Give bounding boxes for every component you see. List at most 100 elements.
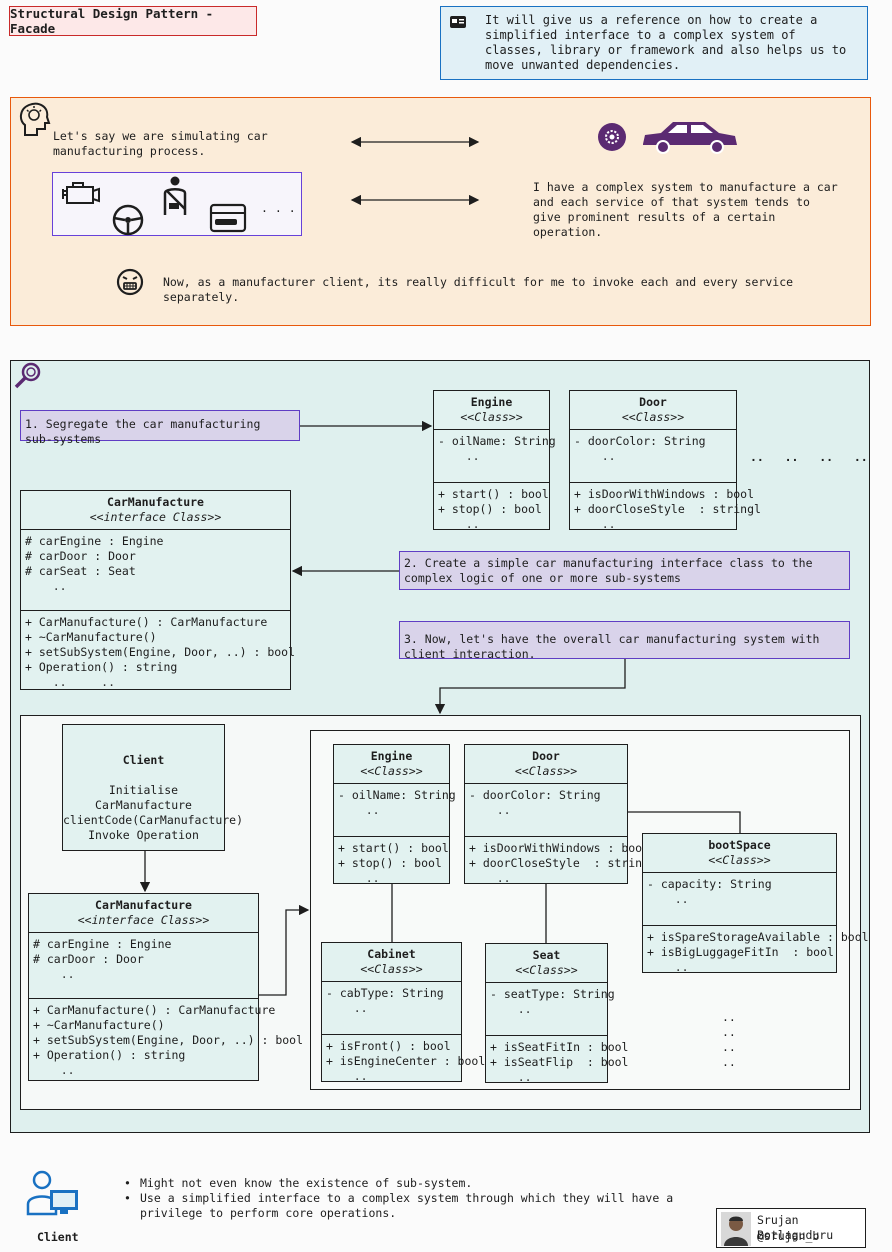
author-name: Srujan Botlaguduru	[757, 1213, 834, 1242]
class-method: + CarManufacture() : CarManufacture	[25, 615, 268, 629]
subsystem-more-ellipsis: .. .. .. ..	[722, 1010, 736, 1070]
step-3-note: 3. Now, let's have the overall car manuf…	[399, 621, 850, 661]
class-attr: # carEngine : Engine	[25, 534, 164, 548]
class-stereotype: <<Class>>	[515, 963, 578, 977]
door-class-sub: Door<<Class>> - doorColor: String .. + i…	[464, 744, 656, 885]
class-method: ..	[326, 1069, 368, 1083]
class-name: CarManufacture	[107, 495, 204, 509]
client-line: Invoke Operation	[88, 828, 199, 842]
frustrated-face-icon	[116, 268, 144, 296]
class-attr: # carDoor : Door	[25, 549, 136, 563]
card-icon	[450, 16, 466, 28]
engine-icon	[62, 182, 100, 204]
ellipsis-line: ..	[722, 1055, 736, 1069]
client-box: Client Initialise CarManufacture clientC…	[62, 724, 244, 851]
car-icon	[643, 122, 737, 154]
class-attr: - doorColor: String	[469, 788, 601, 802]
class-attr: - doorColor: String	[574, 434, 706, 448]
class-attr: ..	[25, 579, 67, 593]
class-attr: - capacity: String	[647, 877, 772, 891]
bootspace-class: bootSpace<<Class>> - capacity: String ..…	[642, 833, 869, 974]
class-name: Door	[532, 749, 560, 763]
client-title: Client	[122, 753, 165, 767]
cabinet-class: Cabinet<<Class>> - cabType: String .. + …	[321, 942, 485, 1083]
client-line: Initialise CarManufacture	[95, 783, 192, 812]
bullet-item: Might not even know the existence of sub…	[140, 1176, 473, 1190]
class-method: + start() : bool	[438, 487, 549, 501]
scenario-line-3: Now, as a manufacturer client, its reall…	[163, 275, 794, 304]
intro-note: It will give us a reference on how to cr…	[440, 6, 868, 80]
class-stereotype: <<interface Class>>	[89, 510, 222, 524]
settings-badge	[598, 123, 626, 151]
class-method: + ~CarManufacture()	[25, 630, 157, 644]
ellipsis-line: ..	[722, 1040, 736, 1054]
car-manufacture-interface-bottom: CarManufacture<<interface Class>> # carE…	[28, 893, 303, 1081]
class-stereotype: <<Class>>	[360, 962, 423, 976]
class-method: ..	[469, 871, 511, 885]
class-name: Cabinet	[367, 947, 416, 961]
intro-text: It will give us a reference on how to cr…	[485, 13, 847, 72]
class-name: Engine	[370, 749, 413, 763]
class-method: + stop() : bool	[438, 502, 542, 516]
class-method: ..	[438, 517, 480, 531]
class-attr: ..	[647, 892, 689, 906]
class-method: + stop() : bool	[338, 856, 442, 870]
class-stereotype: <<Class>>	[460, 410, 523, 424]
car-parts-group: . . .	[52, 172, 302, 236]
steering-wheel-icon	[112, 204, 144, 236]
scenario-panel: Let's say we are simulating car manufact…	[10, 97, 871, 326]
class-attr: ..	[574, 449, 616, 463]
class-method: ..	[33, 1063, 75, 1077]
class-method: + Operation() : string	[25, 660, 178, 674]
class-name: CarManufacture	[95, 898, 192, 912]
avatar	[721, 1212, 751, 1246]
gear-icon	[605, 130, 619, 144]
class-method: + start() : bool	[338, 841, 449, 855]
parts-ellipsis: . . .	[261, 201, 296, 215]
author-card: Srujan Botlaguduru @srujan_b	[716, 1208, 866, 1248]
class-method: ..	[338, 871, 380, 885]
class-stereotype: <<interface Class>>	[77, 913, 210, 927]
class-method: + isFront() : bool	[326, 1039, 451, 1053]
class-method: ..	[490, 1070, 532, 1084]
class-attr: ..	[490, 1002, 532, 1016]
seatbelt-icon	[163, 176, 187, 215]
author-handle: @srujan_b	[757, 1229, 820, 1243]
engine-class-sub: Engine<<Class>> - oilName: String .. + s…	[333, 744, 456, 885]
class-name: Seat	[532, 948, 561, 962]
class-method: ..	[574, 517, 616, 531]
class-name: bootSpace	[708, 838, 771, 852]
class-attr: ..	[33, 967, 75, 981]
class-method: + isBigLuggageFitIn : bool	[647, 945, 834, 959]
class-attr: ..	[326, 1001, 368, 1015]
ellipsis-line: ..	[722, 1025, 736, 1039]
step3-arrow	[434, 659, 626, 715]
scenario-line-1: Let's say we are simulating car manufact…	[53, 129, 268, 158]
class-stereotype: <<Class>>	[514, 764, 578, 778]
class-attr: # carDoor : Door	[33, 952, 144, 966]
engine-class-top: Engine<<Class>> - oilName: String .. + s…	[433, 390, 556, 531]
class-attr: ..	[469, 803, 511, 817]
door-lock-icon	[209, 203, 247, 233]
class-method: + ~CarManufacture()	[33, 1018, 165, 1032]
more-classes-ellipsis: .. .. .. ..	[750, 450, 868, 464]
class-stereotype: <<Class>>	[708, 853, 771, 867]
class-name: Door	[639, 395, 667, 409]
class-stereotype: <<Class>>	[360, 764, 423, 778]
class-attr: ..	[438, 449, 480, 463]
class-method: + Operation() : string	[33, 1048, 186, 1062]
client-line: clientCode(CarManufacture)	[63, 813, 244, 827]
idea-head-icon	[19, 102, 51, 136]
facade-to-subsystem-arrow	[259, 904, 310, 996]
class-attr: - cabType: String	[326, 986, 444, 1000]
footer-client-label: Client	[37, 1230, 79, 1244]
step-1-note: 1. Segregate the car manufacturing sub-s…	[20, 410, 300, 446]
class-attr: # carEngine : Engine	[33, 937, 172, 951]
footer-bullets: •Might not even know the existence of su…	[124, 1176, 684, 1221]
client-at-computer-icon	[26, 1170, 78, 1216]
door-class-top: Door<<Class>> - doorColor: String .. + i…	[569, 390, 761, 531]
step-2-note: 2. Create a simple car manufacturing int…	[399, 551, 850, 590]
class-attr: ..	[338, 803, 380, 817]
class-stereotype: <<Class>>	[621, 410, 685, 424]
bullet-item: Use a simplified interface to a complex …	[140, 1191, 674, 1220]
